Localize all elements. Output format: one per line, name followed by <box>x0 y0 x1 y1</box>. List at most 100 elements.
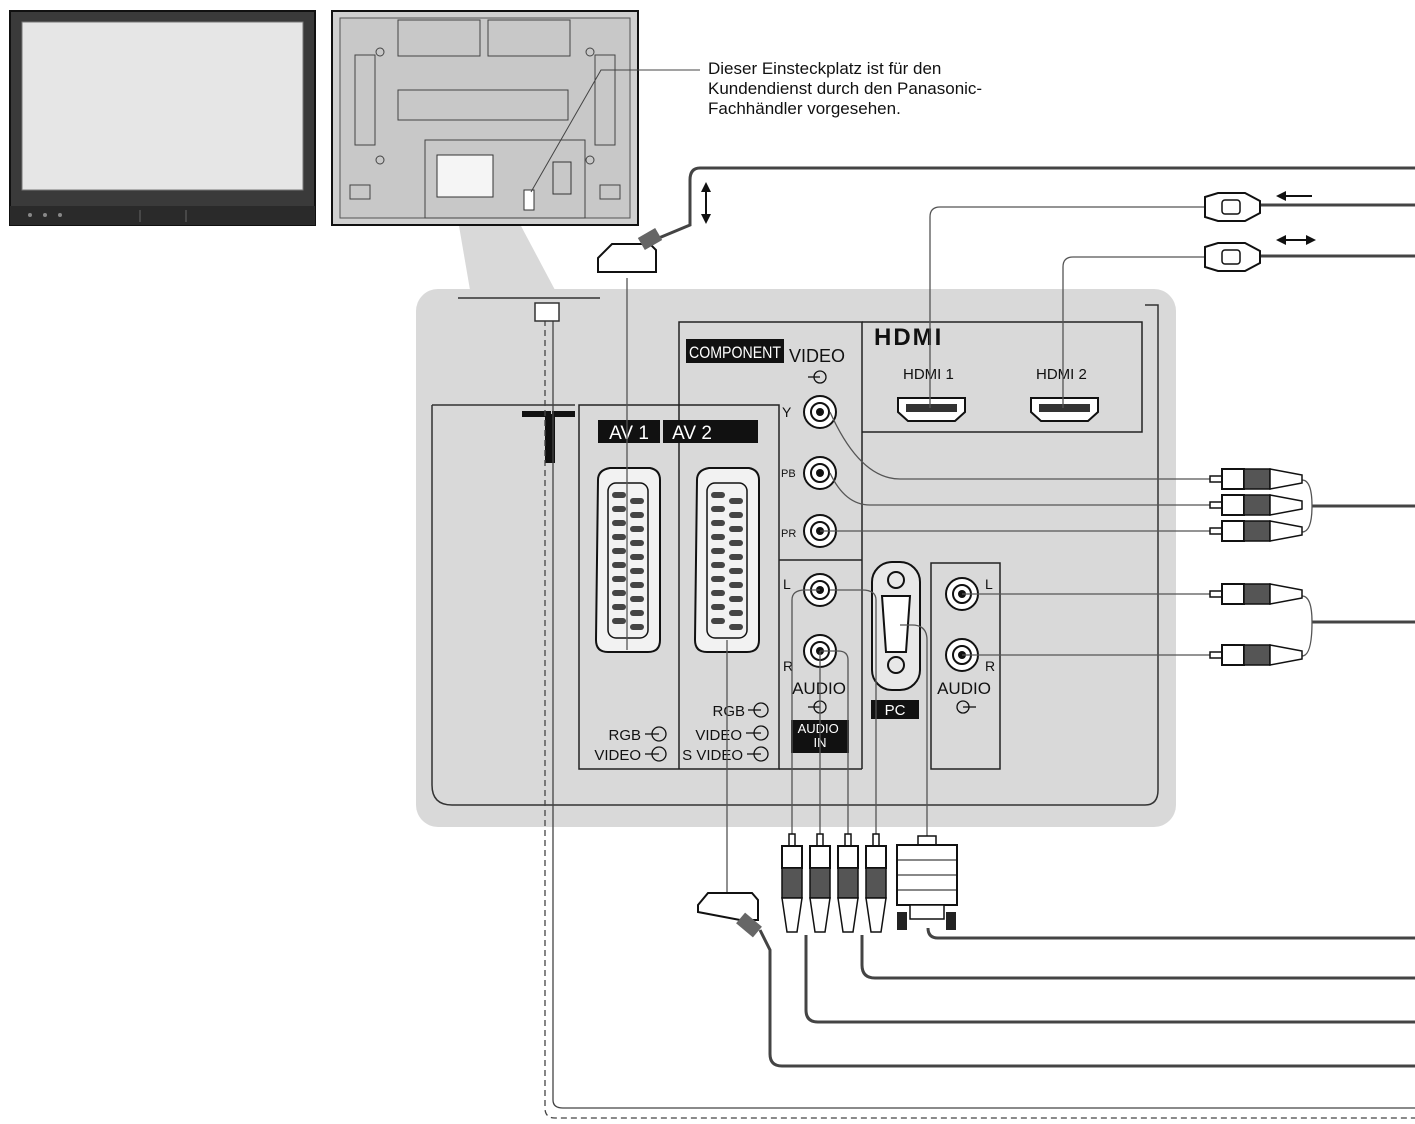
rca-plug-boot <box>781 897 803 933</box>
scart-pin <box>711 618 725 624</box>
scart-pin <box>612 506 626 512</box>
scart-pin <box>612 576 626 582</box>
scart-pin <box>729 498 743 504</box>
tv-front-view <box>9 10 316 226</box>
svg-text:COMPONENT: COMPONENT <box>689 343 781 362</box>
antenna-cable <box>544 320 1415 1119</box>
label-video: VIDEO <box>789 346 845 366</box>
rca-plug-boot <box>1269 644 1303 666</box>
label-hdmi1: HDMI 1 <box>903 366 954 383</box>
rca-plug-grip <box>1243 520 1271 542</box>
label-audio-l: L <box>783 576 791 592</box>
svg-text:PC: PC <box>885 702 906 719</box>
scart-pin <box>630 498 644 504</box>
scart-pin <box>612 562 626 568</box>
scart-pin <box>630 568 644 574</box>
scart-pin <box>729 568 743 574</box>
rca-plug-collar <box>809 845 831 869</box>
scart-pin <box>612 590 626 596</box>
rca-plug-collar <box>1221 494 1245 516</box>
label-pc: PC <box>871 700 919 719</box>
rca-plug-grip <box>865 867 887 899</box>
scart-pin <box>711 590 725 596</box>
scart-av2-socket <box>693 467 760 653</box>
rca-plug-boot <box>837 897 859 933</box>
hdmi-plugs <box>1204 192 1261 272</box>
rca-plugs <box>781 468 1303 933</box>
rca-jack-ring <box>810 402 830 422</box>
rca-jack-pin <box>816 469 824 477</box>
scart-pin <box>630 610 644 616</box>
scart-pin <box>711 492 725 498</box>
rca-plug-grip <box>837 867 859 899</box>
scart-pin <box>711 562 725 568</box>
rca-jack-ring <box>810 463 830 483</box>
scart-pin <box>630 554 644 560</box>
scart-pin <box>711 534 725 540</box>
service-note-leader <box>530 69 700 193</box>
label-audio-out: AUDIO <box>937 679 991 698</box>
rca-plug-boot <box>1269 494 1303 516</box>
scart-pin <box>729 554 743 560</box>
label-y: Y <box>782 404 792 420</box>
scart-pin <box>612 520 626 526</box>
label-out-l: L <box>985 576 993 592</box>
scart-pin <box>630 624 644 630</box>
io-symbols <box>645 370 976 762</box>
scart-pin <box>711 520 725 526</box>
svg-text:AV 1: AV 1 <box>609 423 649 444</box>
rca-plug-collar <box>1221 644 1245 666</box>
hdmi-plug <box>1204 242 1261 272</box>
label-av1-video: VIDEO <box>594 747 641 764</box>
scart-pin <box>612 618 626 624</box>
rca-plug-boot <box>1269 520 1303 542</box>
scart-pin <box>711 506 725 512</box>
rca-plug-collar <box>781 845 803 869</box>
service-slot-note: Dieser Einsteckplatz ist für den Kundend… <box>708 59 983 118</box>
scart-pin <box>612 604 626 610</box>
scart-pin <box>729 540 743 546</box>
rca-plug-grip <box>1243 644 1271 666</box>
rca-plug-collar <box>837 845 859 869</box>
label-av1: AV 1 <box>598 420 660 444</box>
vga-plug <box>896 835 958 930</box>
rca-plug-grip <box>1243 494 1271 516</box>
direction-arrows <box>701 182 1316 245</box>
scart-pin <box>612 492 626 498</box>
cables <box>653 166 1415 1068</box>
hdmi-logo: HDMI <box>874 324 943 351</box>
label-pr: PR <box>781 528 796 540</box>
label-av2-svideo: S VIDEO <box>682 747 743 764</box>
label-av2: AV 2 <box>663 420 758 444</box>
scart-pin <box>630 540 644 546</box>
rca-plug-boot <box>865 897 887 933</box>
thin-wires <box>626 206 1313 893</box>
scart-pin <box>729 526 743 532</box>
scart-pin <box>729 512 743 518</box>
scart-pin <box>630 512 644 518</box>
hdmi-plug <box>1204 192 1261 222</box>
tv-rear-view <box>331 10 639 226</box>
scart-pin <box>612 548 626 554</box>
svg-text:AV 2: AV 2 <box>672 423 712 444</box>
scart-pin <box>711 604 725 610</box>
rca-plug-grip <box>809 867 831 899</box>
label-out-r: R <box>985 658 995 674</box>
scart-av1-socket <box>594 467 661 653</box>
hdmi-plug-body <box>1221 249 1241 265</box>
zoom-wedge <box>459 226 555 290</box>
scart-pin <box>729 582 743 588</box>
audio-in-line1: AUDIO <box>798 721 839 736</box>
scart-pins <box>612 492 743 630</box>
label-av2-rgb: RGB <box>712 703 745 720</box>
scart-pin <box>630 526 644 532</box>
rca-plug-grip <box>1243 468 1271 490</box>
hdmi2-socket <box>1030 397 1099 422</box>
scart-pin <box>729 624 743 630</box>
hdmi1-socket <box>897 397 966 422</box>
rca-plug-collar <box>1221 468 1245 490</box>
scart-pin <box>630 582 644 588</box>
scart-pin <box>630 596 644 602</box>
rca-plug-grip <box>781 867 803 899</box>
label-audio-r: R <box>783 658 793 674</box>
